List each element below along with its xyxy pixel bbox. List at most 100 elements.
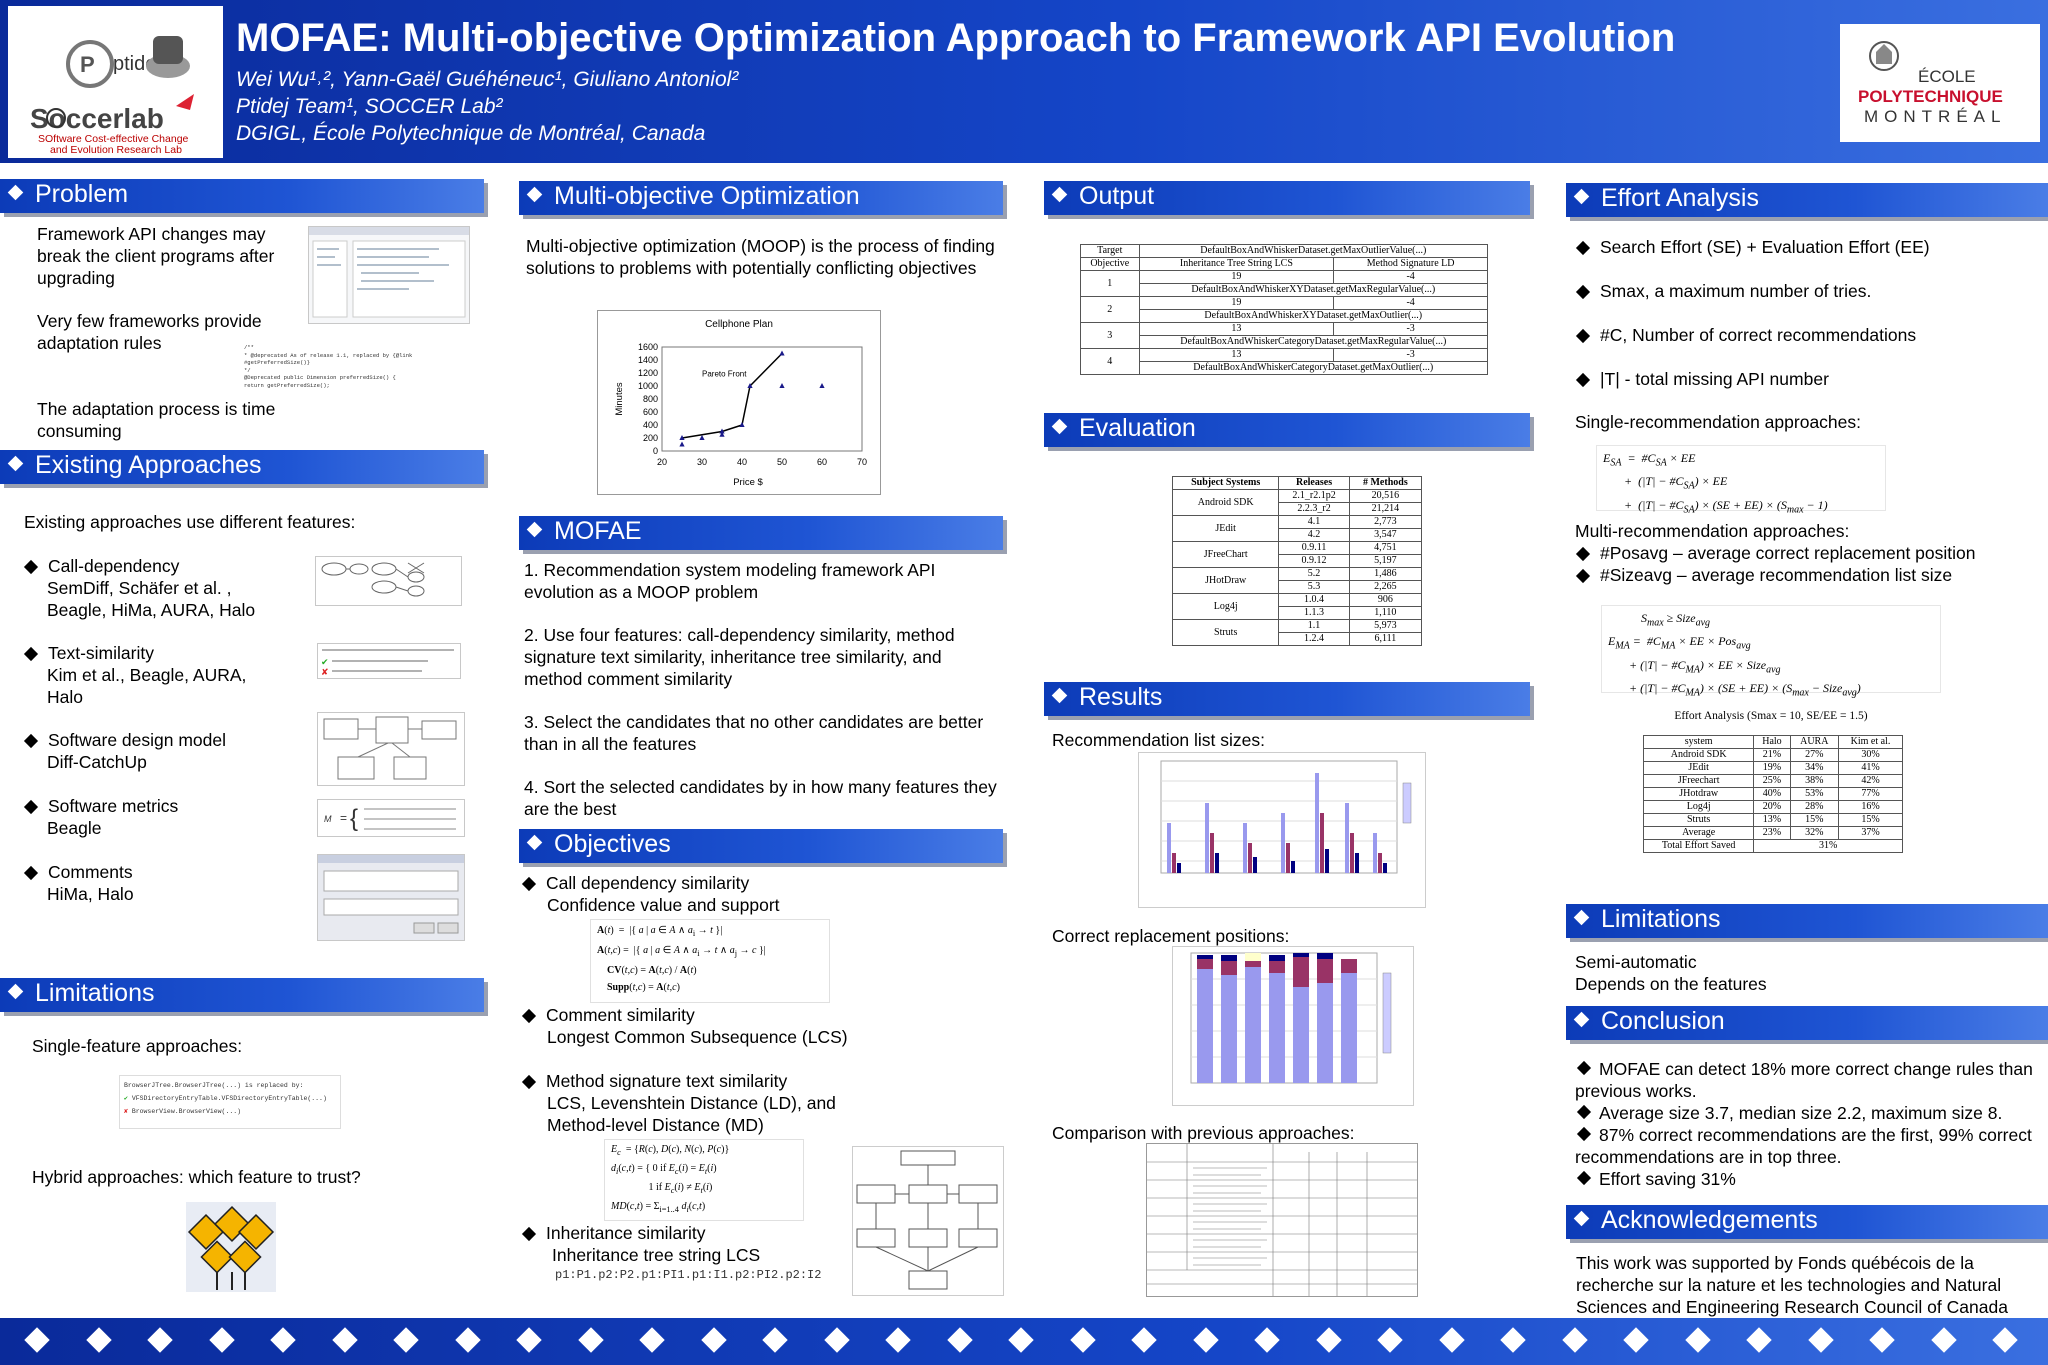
dialog-screenshot-thumbnail <box>317 854 465 941</box>
section-header-acknowledgements: Acknowledgements <box>1566 1205 2048 1239</box>
existing-item-comments: Comments HiMa, Halo <box>23 861 286 905</box>
y-tick-label: 1000 <box>638 381 658 391</box>
check-icon: ✔ <box>124 1095 128 1102</box>
existing-intro: Existing approaches use different featur… <box>24 512 356 532</box>
road-signs-image <box>186 1202 276 1292</box>
effort-table-header: Halo <box>1753 735 1791 749</box>
eval-methods: 1,486 <box>1348 567 1423 581</box>
output-cell: -4 <box>1333 296 1488 310</box>
eval-release: 2.1_r2.1p2 <box>1278 489 1350 503</box>
effort-table-cell: JHotdraw <box>1642 787 1755 801</box>
effort-table-cell: Android SDK <box>1642 748 1755 762</box>
single-recommendation-formula: ESA = #CSA × EE + (|T| − #CSA) × EE + (|… <box>1596 445 1886 515</box>
eval-system: Android SDK <box>1171 489 1280 516</box>
eval-methods: 2,265 <box>1348 580 1423 594</box>
svg-text:✔: ✔ <box>321 657 329 667</box>
existing-item-software-metrics: Software metrics Beagle <box>23 795 286 839</box>
section-header-problem: Problem <box>0 179 484 213</box>
objective-method-signature: Method signature text similarity LCS, Le… <box>521 1070 864 1136</box>
existing-item-software-design-model: Software design model Diff-CatchUp <box>23 729 286 773</box>
effort-table-cell: 21% <box>1753 748 1791 762</box>
code-line: return getPreferredSize(); <box>244 381 330 389</box>
soccerlab-tagline-2: and Evolution Research Lab <box>50 144 182 156</box>
pareto-point <box>739 422 745 427</box>
conclusion-item-2: Average size 3.7, median size 2.2, maxim… <box>1575 1102 2043 1124</box>
output-cell: -4 <box>1333 270 1488 284</box>
effort-multi-bullet-1: #Posavg – average correct replacement po… <box>1575 542 2038 564</box>
existing-item-sub: SemDiff, Schäfer et al. , Beagle, HiMa, … <box>47 578 256 620</box>
results-comparison-caption: Comparison with previous approaches: <box>1052 1123 1355 1143</box>
effort-table-cell: JFreechart <box>1642 774 1755 788</box>
code-line: VFSDirectoryEntryTable.VFSDirectoryEntry… <box>131 1095 327 1102</box>
eval-methods: 5,197 <box>1348 554 1423 568</box>
effort-table-cell: Average <box>1642 826 1755 840</box>
poster-affiliation: DGIGL, École Polytechnique de Montréal, … <box>236 122 706 145</box>
y-axis-label: Minutes <box>614 382 625 416</box>
effort-table-cell: 16% <box>1837 800 1904 814</box>
comparison-table-graphic <box>1147 1144 1417 1296</box>
section-header-multi-objective-optimization: Multi-objective Optimization <box>519 181 1003 215</box>
code-line: BrowserJTree.BrowserJTree(...) is replac… <box>124 1082 304 1089</box>
conclusion-item-4: Effort saving 31% <box>1575 1168 2043 1190</box>
code-line: BrowserView.BrowserView(...) <box>131 1108 242 1115</box>
mofae-step-3: 3. Select the candidates that no other c… <box>524 712 984 754</box>
effort-table-cell: 34% <box>1789 761 1839 775</box>
poster-title: MOFAE: Multi-objective Optimization Appr… <box>236 16 1676 60</box>
section-header-objectives: Objectives <box>519 829 1003 863</box>
plot-area <box>661 346 863 452</box>
code-line: * @deprecated As of release 1.1, replace… <box>244 351 413 367</box>
limitation-depends-features: Depends on the features <box>1575 974 1767 994</box>
pareto-front-annotation: Pareto Front <box>702 369 747 378</box>
effort-table-header: AURA <box>1789 735 1839 749</box>
section-header-limitations-left: Limitations <box>0 978 484 1012</box>
road-signs-icon <box>186 1202 276 1292</box>
eval-methods: 2,773 <box>1348 515 1423 529</box>
ptidej-soccerlab-logo: P ptidej Soccerlab SOftware Cost-effecti… <box>8 6 223 158</box>
x-tick-label: 20 <box>657 457 667 467</box>
eval-system: JHotDraw <box>1171 567 1280 594</box>
output-cell: 19 <box>1138 270 1335 284</box>
objective-call-dependency: Call dependency similarity Confidence va… <box>521 872 974 916</box>
dominated-point <box>819 383 825 388</box>
x-axis-label: Price $ <box>733 477 763 488</box>
effort-table-header: Kim et al. <box>1837 735 1904 749</box>
svg-text:✘: ✘ <box>321 667 329 677</box>
y-tick-label: 600 <box>643 407 658 417</box>
eval-header: # Methods <box>1348 476 1423 490</box>
soccerlab-tagline-1: SOftware Cost-effective Change <box>38 133 189 145</box>
soccerlab-logo-text: Soccerlab <box>30 103 164 134</box>
output-cell: -3 <box>1333 322 1488 336</box>
results-positions-caption: Correct replacement positions: <box>1052 926 1290 946</box>
output-candidate-method: DefaultBoxAndWhiskerCategoryDataset.getM… <box>1138 335 1489 349</box>
call-graph-thumbnail <box>315 556 462 606</box>
eval-release: 2.2.3_r2 <box>1278 502 1350 516</box>
effort-table-cell: 15% <box>1837 813 1904 827</box>
objective-sub: Longest Common Subsequence (LCS) <box>547 1027 848 1047</box>
effort-total-value: 31% <box>1753 839 1903 853</box>
output-row-number: 1 <box>1080 270 1140 297</box>
objective-sub: LCS, Levenshtein Distance (LD), and Meth… <box>547 1093 836 1135</box>
effort-table-cell: 40% <box>1753 787 1791 801</box>
effort-table-cell: 77% <box>1837 787 1904 801</box>
existing-item-sub: Kim et al., Beagle, AURA, Halo <box>47 665 247 707</box>
metrics-formula-thumbnail: M = { <box>317 799 465 837</box>
output-cell: 13 <box>1138 348 1335 362</box>
section-header-conclusion: Conclusion <box>1566 1006 2048 1040</box>
polytechnique-text: POLYTECHNIQUE <box>1858 87 2003 106</box>
problem-text-2: Very few frameworks provide adaptation r… <box>37 311 262 353</box>
text-similarity-thumbnail: ✔✘ <box>317 643 461 679</box>
effort-table-cell: 30% <box>1837 748 1904 762</box>
y-tick-label: 1600 <box>638 342 658 352</box>
eval-methods: 4,751 <box>1348 541 1423 555</box>
effort-table-header: system <box>1642 735 1755 749</box>
effort-table-cell: JEdit <box>1642 761 1755 775</box>
existing-item-sub: Diff-CatchUp <box>47 752 147 772</box>
polytechnique-crest-icon: ÉCOLE POLYTECHNIQUE MONTRÉAL <box>1858 41 2003 126</box>
eval-release: 0.9.12 <box>1278 554 1350 568</box>
section-header-mofae: MOFAE <box>519 516 1003 550</box>
effort-table-cell: 27% <box>1789 748 1839 762</box>
x-tick-label: 40 <box>737 457 747 467</box>
existing-item-call-dependency: Call-dependency SemDiff, Schäfer et al. … <box>23 555 286 621</box>
